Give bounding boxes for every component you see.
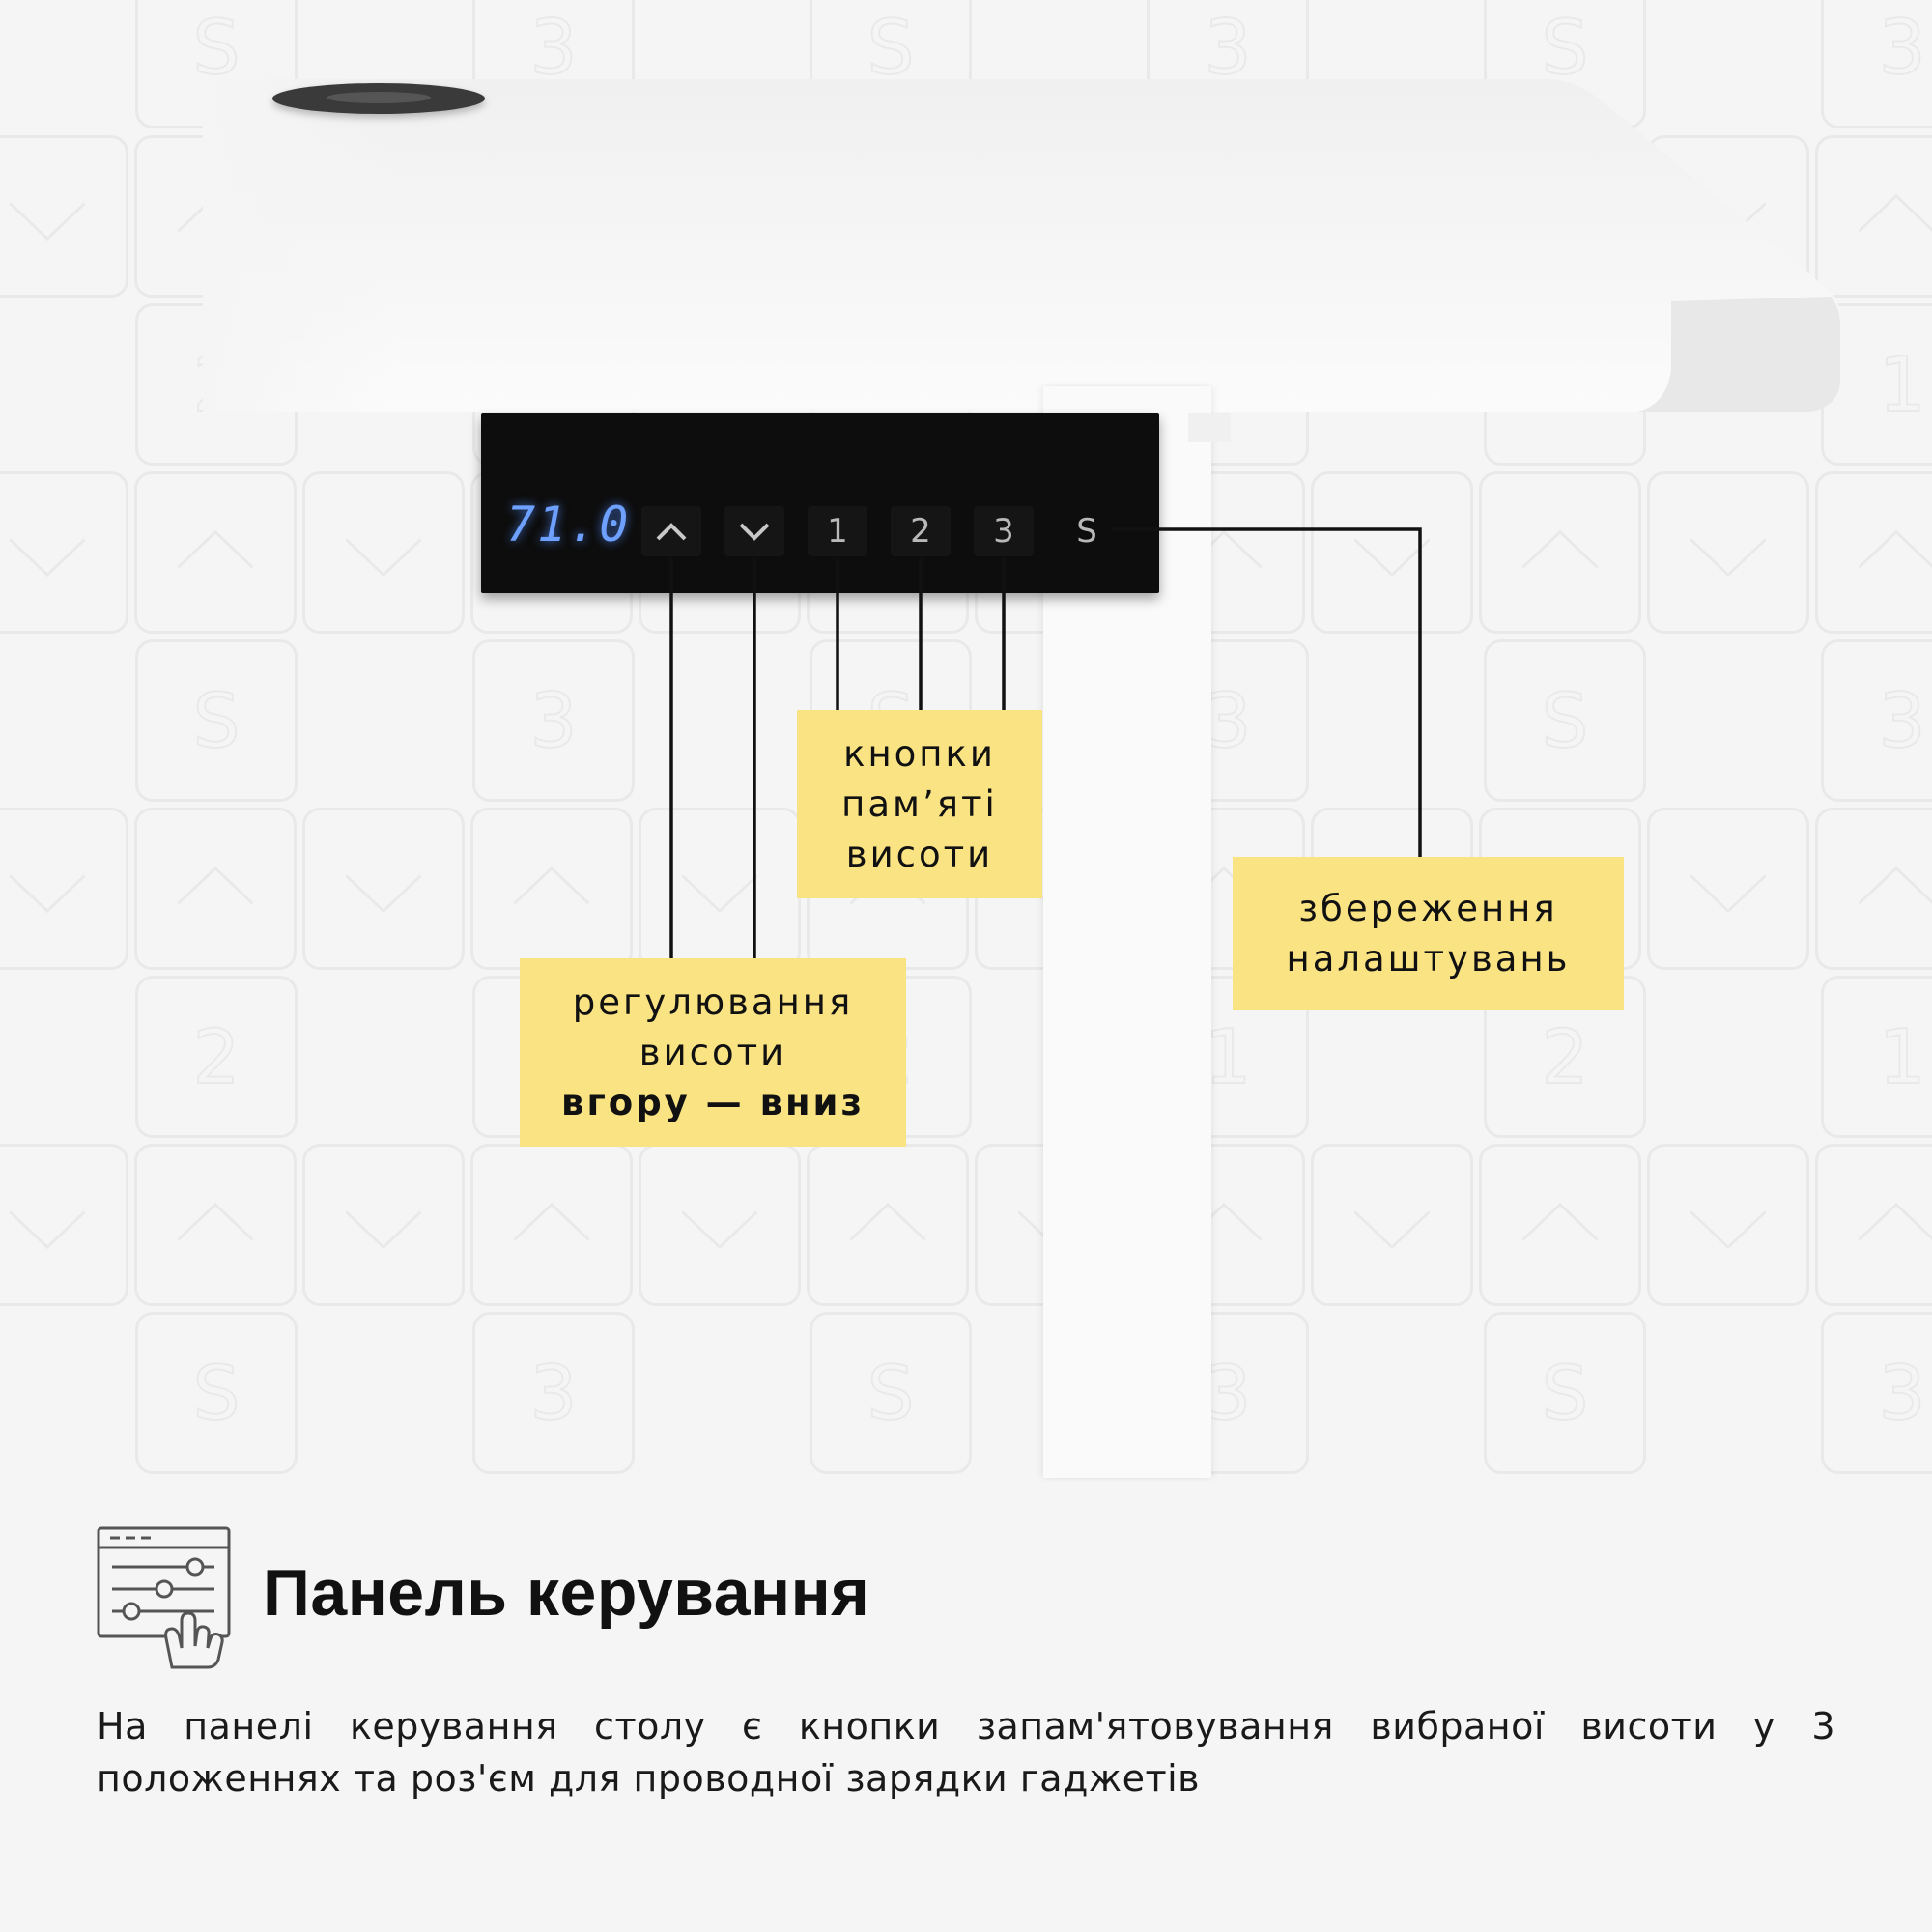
- description-line-2: положеннях та роз'єм для проводної заряд…: [97, 1757, 1201, 1800]
- page-title: Панель керування: [263, 1556, 870, 1630]
- svg-text:S: S: [1542, 5, 1589, 92]
- background-tile: S: [135, 1312, 298, 1474]
- background-tile: [302, 471, 465, 634]
- svg-text:2: 2: [1541, 1014, 1588, 1101]
- background-tile: [1647, 471, 1809, 634]
- svg-text:1: 1: [1878, 1014, 1925, 1101]
- background-tile: [302, 808, 465, 970]
- svg-text:S: S: [1542, 678, 1589, 765]
- background-tile: 3: [472, 639, 635, 802]
- svg-text:3: 3: [529, 678, 577, 765]
- svg-text:3: 3: [1878, 678, 1925, 765]
- background-tile: 3: [1821, 1312, 1932, 1474]
- label-save-settings: збереження налаштувань: [1233, 857, 1624, 1010]
- label-text: збереження: [1298, 887, 1558, 929]
- background-tile: [1311, 1144, 1473, 1306]
- background-tile: S: [810, 1312, 972, 1474]
- height-up-button[interactable]: [641, 506, 701, 556]
- background-tile: [1479, 1144, 1641, 1306]
- background-tile: [302, 1144, 465, 1306]
- svg-text:3: 3: [1878, 5, 1925, 92]
- background-tile: [0, 471, 128, 634]
- background-tile: [639, 1144, 801, 1306]
- label-text: кнопки: [843, 732, 996, 775]
- background-tile: [1815, 808, 1932, 970]
- background-tile: [1479, 471, 1641, 634]
- label-text-bold: вгору — вниз: [561, 1081, 865, 1123]
- svg-text:2: 2: [192, 1014, 240, 1101]
- background-tile: [134, 471, 297, 634]
- background-tile: [1647, 1144, 1809, 1306]
- background-tile: 1: [1821, 303, 1932, 466]
- memory-3-button[interactable]: 3: [974, 506, 1034, 556]
- background-tile: [639, 808, 801, 970]
- label-text: регулювання: [572, 980, 854, 1023]
- background-tile: [470, 808, 633, 970]
- background-tile: S: [1484, 1312, 1646, 1474]
- label-text: налаштувань: [1286, 937, 1571, 980]
- height-display: 71.0: [506, 497, 631, 553]
- chevron-up-icon: [656, 523, 687, 541]
- svg-text:3: 3: [529, 5, 577, 92]
- label-text: висоти: [845, 833, 994, 875]
- background-tile: [1647, 808, 1809, 970]
- svg-text:1: 1: [1878, 342, 1925, 429]
- background-tile: 2: [135, 976, 298, 1138]
- svg-text:S: S: [193, 1350, 241, 1437]
- cable-grommet: [272, 83, 485, 114]
- save-button[interactable]: S: [1076, 512, 1097, 551]
- svg-text:3: 3: [529, 1350, 577, 1437]
- background-tile: 3: [472, 1312, 635, 1474]
- description-text: На панелі керування столу є кнопки запам…: [97, 1700, 1835, 1804]
- svg-text:3: 3: [1204, 5, 1251, 92]
- background-tile: [134, 1144, 297, 1306]
- memory-2-button[interactable]: 2: [891, 506, 951, 556]
- background-tile: [0, 808, 128, 970]
- label-text: пам’яті: [841, 782, 998, 825]
- svg-text:S: S: [193, 5, 241, 92]
- background-tile: S: [135, 639, 298, 802]
- background-tile: [134, 808, 297, 970]
- background-tile: S: [1484, 639, 1646, 802]
- label-text: висоти: [639, 1031, 787, 1073]
- memory-1-button[interactable]: 1: [808, 506, 867, 556]
- chevron-down-icon: [739, 523, 770, 541]
- desk-tabletop: [203, 79, 1840, 412]
- background-tile: 1: [1821, 976, 1932, 1138]
- control-panel: 71.0 1 2 3 S: [481, 413, 1159, 593]
- background-tile: [0, 1144, 128, 1306]
- svg-text:3: 3: [1878, 1350, 1925, 1437]
- control-panel-sliders-hand-icon: [97, 1526, 231, 1669]
- leg-bracket: [1188, 413, 1231, 442]
- label-height-adjust: регулювання висоти вгору — вниз: [520, 958, 906, 1147]
- svg-text:S: S: [867, 1350, 915, 1437]
- background-tile: [1311, 471, 1473, 634]
- svg-text:S: S: [193, 678, 241, 765]
- label-memory-buttons: кнопки пам’яті висоти: [797, 710, 1042, 898]
- background-tile: [1815, 1144, 1932, 1306]
- height-down-button[interactable]: [724, 506, 784, 556]
- background-tile: 3: [1821, 0, 1932, 128]
- background-tile: [807, 1144, 969, 1306]
- svg-text:S: S: [1542, 1350, 1589, 1437]
- background-tile: 3: [1821, 639, 1932, 802]
- background-tile: [1815, 471, 1932, 634]
- background-tile: [470, 1144, 633, 1306]
- background-tile: [0, 135, 128, 298]
- description-line-1: На панелі керування столу є кнопки запам…: [97, 1705, 1835, 1747]
- svg-text:S: S: [867, 5, 915, 92]
